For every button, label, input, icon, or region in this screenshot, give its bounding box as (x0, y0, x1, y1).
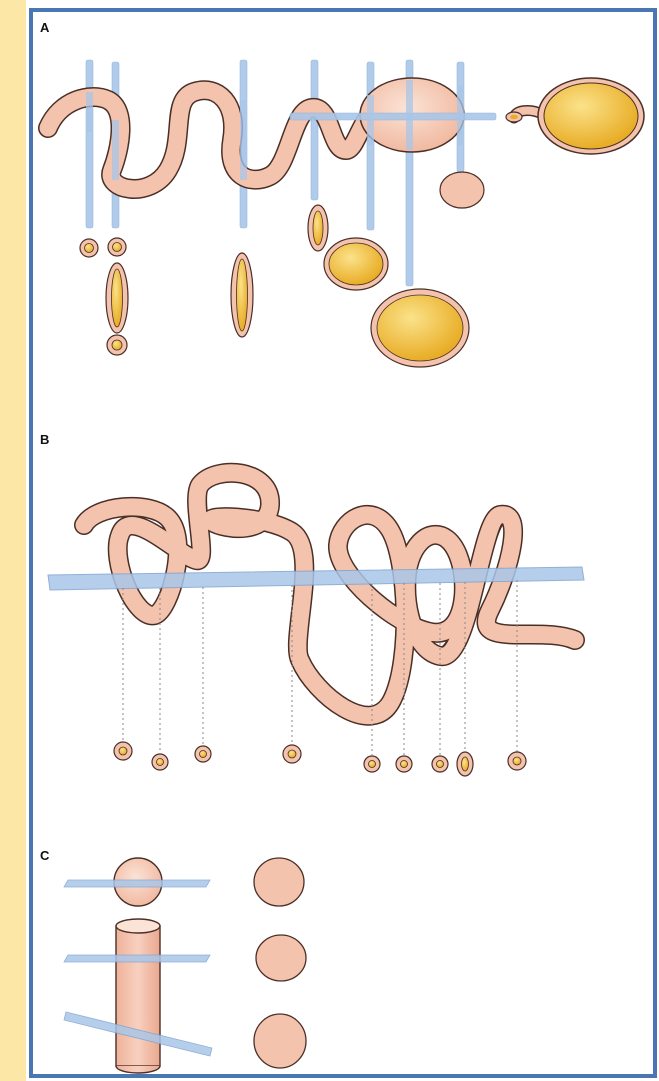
section-c-transverse-disc (256, 935, 306, 981)
cylinder (116, 919, 160, 1073)
section-c-sphere-disc (254, 858, 304, 906)
cylinder-top (116, 919, 160, 933)
sectioned-flask (506, 78, 644, 154)
section-c-oblique-ellipse (254, 1014, 306, 1068)
section-b-ring-7 (432, 756, 448, 772)
cylinder-body (116, 926, 160, 1066)
plane-a7-front (457, 85, 464, 145)
section-b-ring-4 (283, 745, 301, 763)
panel-a-cross-sections (80, 172, 484, 367)
section-a-medium-ellipse (324, 238, 388, 290)
section-b-ring-6 (396, 756, 412, 772)
section-a-small-oval (308, 205, 328, 251)
cylinder-bottom (116, 1066, 160, 1073)
section-b-oval-8 (457, 752, 473, 776)
plane-a1 (86, 60, 93, 228)
panel-b (48, 473, 584, 776)
panel-a (48, 60, 644, 367)
plane-a5 (367, 62, 374, 230)
section-a-tall-oval (231, 253, 253, 337)
section-a-small-ring-2 (108, 238, 126, 256)
looped-tube (84, 473, 575, 716)
panel-b-cross-sections (114, 742, 526, 776)
section-a-solid-disc (440, 172, 484, 208)
flask-neck-lumen (510, 115, 518, 119)
sphere-cutting-plane (64, 880, 210, 887)
panel-c (64, 858, 306, 1073)
cylinder-transverse-plane (64, 955, 210, 962)
plane-a2-front (112, 120, 119, 180)
plane-a4 (311, 60, 318, 200)
section-a-large-ellipse (371, 289, 469, 367)
plane-a-horizontal (290, 113, 496, 120)
plane-a5-front (367, 95, 374, 145)
section-b-ring-2 (152, 754, 168, 770)
section-b-ring-3 (195, 746, 211, 762)
plane-a6-front (406, 80, 413, 150)
section-b-ring-5 (364, 756, 380, 772)
section-a-small-ring-1 (80, 239, 98, 257)
section-a-long-oval (106, 263, 128, 333)
plane-a3-front (240, 100, 247, 180)
plane-a1-front (86, 92, 93, 132)
section-b-ring-1 (114, 742, 132, 760)
section-a-small-ring-3 (107, 335, 127, 355)
section-b-ring-9 (508, 752, 526, 770)
flask-body-lumen (544, 83, 638, 149)
winding-tube (48, 90, 376, 189)
